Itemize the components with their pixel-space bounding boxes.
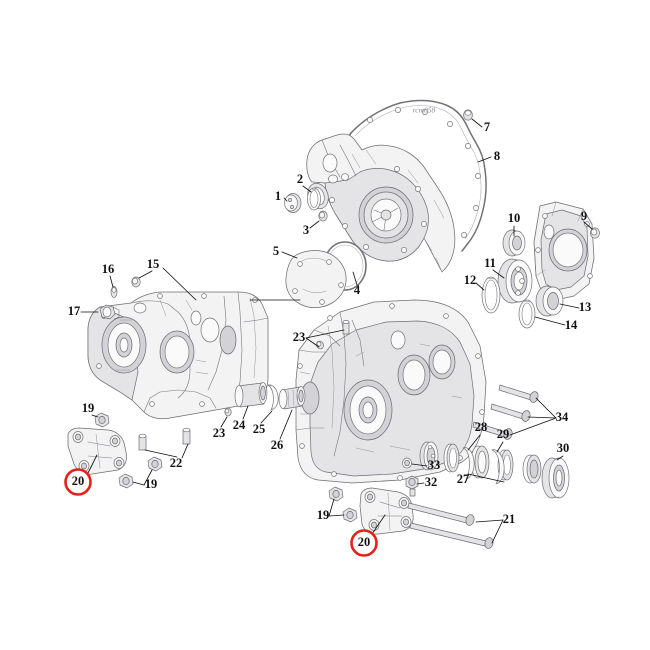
part-alignment-pin-group — [224, 320, 350, 417]
callout-30[interactable]: 30 — [557, 441, 570, 455]
leader-line-group — [80, 118, 593, 544]
callout-23-a[interactable]: 23 — [213, 426, 226, 440]
callout-15[interactable]: 15 — [147, 257, 160, 271]
part-hex-bolt-set — [472, 384, 539, 440]
callout-13[interactable]: 13 — [579, 300, 592, 314]
callout-33[interactable]: 33 — [428, 458, 441, 472]
callout-3[interactable]: 3 — [303, 223, 309, 237]
part-right-crankcase-half — [295, 299, 487, 484]
callout-5[interactable]: 5 — [273, 244, 279, 258]
callout-14[interactable]: 14 — [565, 318, 578, 332]
callout-group: 1 2 3 4 5 7 8 9 10 11 12 13 14 15 16 17 … — [64, 106, 592, 557]
callout-26[interactable]: 26 — [271, 438, 284, 452]
callout-10[interactable]: 10 — [508, 211, 521, 225]
callout-17[interactable]: 17 — [68, 304, 81, 318]
callout-20-a-highlight[interactable]: 20 — [64, 468, 92, 496]
callout-20-b-highlight[interactable]: 20 — [350, 529, 378, 557]
callout-20-a: 20 — [72, 474, 85, 488]
part-oil-fitting — [405, 475, 419, 497]
part-primary-cover — [306, 133, 456, 273]
part-sealing-washer — [402, 457, 412, 469]
callout-34[interactable]: 34 — [556, 410, 569, 424]
callout-22[interactable]: 22 — [170, 456, 183, 470]
part-bearing-small — [502, 229, 526, 257]
part-shim-washer — [462, 447, 475, 480]
watermark-text: rcm058 — [413, 106, 436, 115]
callout-19-b[interactable]: 19 — [145, 477, 158, 491]
part-primary-cover-gasket — [338, 99, 487, 252]
callout-12[interactable]: 12 — [464, 273, 477, 287]
part-left-crankcase-half — [87, 291, 269, 420]
part-long-through-bolt-group — [407, 502, 494, 549]
callout-19-c[interactable]: 19 — [317, 508, 330, 522]
part-hex-fitting — [99, 304, 120, 320]
part-retaining-ring-large — [481, 276, 501, 314]
part-engine-mount-bracket-right — [359, 487, 414, 535]
callout-9[interactable]: 9 — [581, 209, 587, 223]
callout-28[interactable]: 28 — [475, 420, 488, 434]
callout-11[interactable]: 11 — [484, 256, 496, 270]
part-snap-ring — [267, 384, 279, 411]
callout-24[interactable]: 24 — [233, 418, 246, 432]
callout-20-b: 20 — [358, 535, 371, 549]
part-cam-support-plate — [533, 201, 595, 301]
part-dowel-pin-case — [131, 276, 141, 288]
part-dowel-pin — [590, 227, 600, 239]
part-roller-bearing — [278, 386, 306, 410]
part-screw-small — [318, 210, 328, 222]
callout-32[interactable]: 32 — [425, 475, 438, 489]
callout-21[interactable]: 21 — [503, 512, 516, 526]
callout-8[interactable]: 8 — [494, 149, 500, 163]
callout-2[interactable]: 2 — [297, 172, 303, 186]
part-locating-pin — [110, 286, 118, 298]
callout-4[interactable]: 4 — [354, 283, 361, 297]
part-sprocket-shaft-bearing — [541, 457, 570, 499]
callout-1[interactable]: 1 — [275, 189, 281, 203]
part-bearing-medium — [535, 285, 564, 317]
part-ball-bearing-large — [497, 258, 533, 304]
highlight-ring-20-b — [350, 529, 378, 557]
part-end-cap — [284, 193, 302, 213]
part-retaining-ring-medium — [518, 299, 536, 329]
part-inspection-cover — [285, 250, 347, 308]
part-retaining-ring — [307, 187, 321, 211]
callout-7[interactable]: 7 — [484, 120, 490, 134]
callout-29[interactable]: 29 — [497, 427, 510, 441]
callout-16[interactable]: 16 — [102, 262, 115, 276]
part-dowel-pin-pair — [138, 427, 191, 451]
part-flange-nut-group — [94, 412, 358, 523]
part-snap-ring-set — [491, 449, 505, 485]
callout-27[interactable]: 27 — [457, 472, 470, 486]
highlight-ring-20-a — [64, 468, 92, 496]
part-gasket-pin — [463, 109, 473, 121]
part-bushing-large — [234, 382, 268, 408]
callout-23-b[interactable]: 23 — [293, 330, 306, 344]
part-engine-mount-bracket-left — [67, 427, 127, 475]
callout-25[interactable]: 25 — [253, 422, 266, 436]
callout-19-a[interactable]: 19 — [82, 401, 95, 415]
